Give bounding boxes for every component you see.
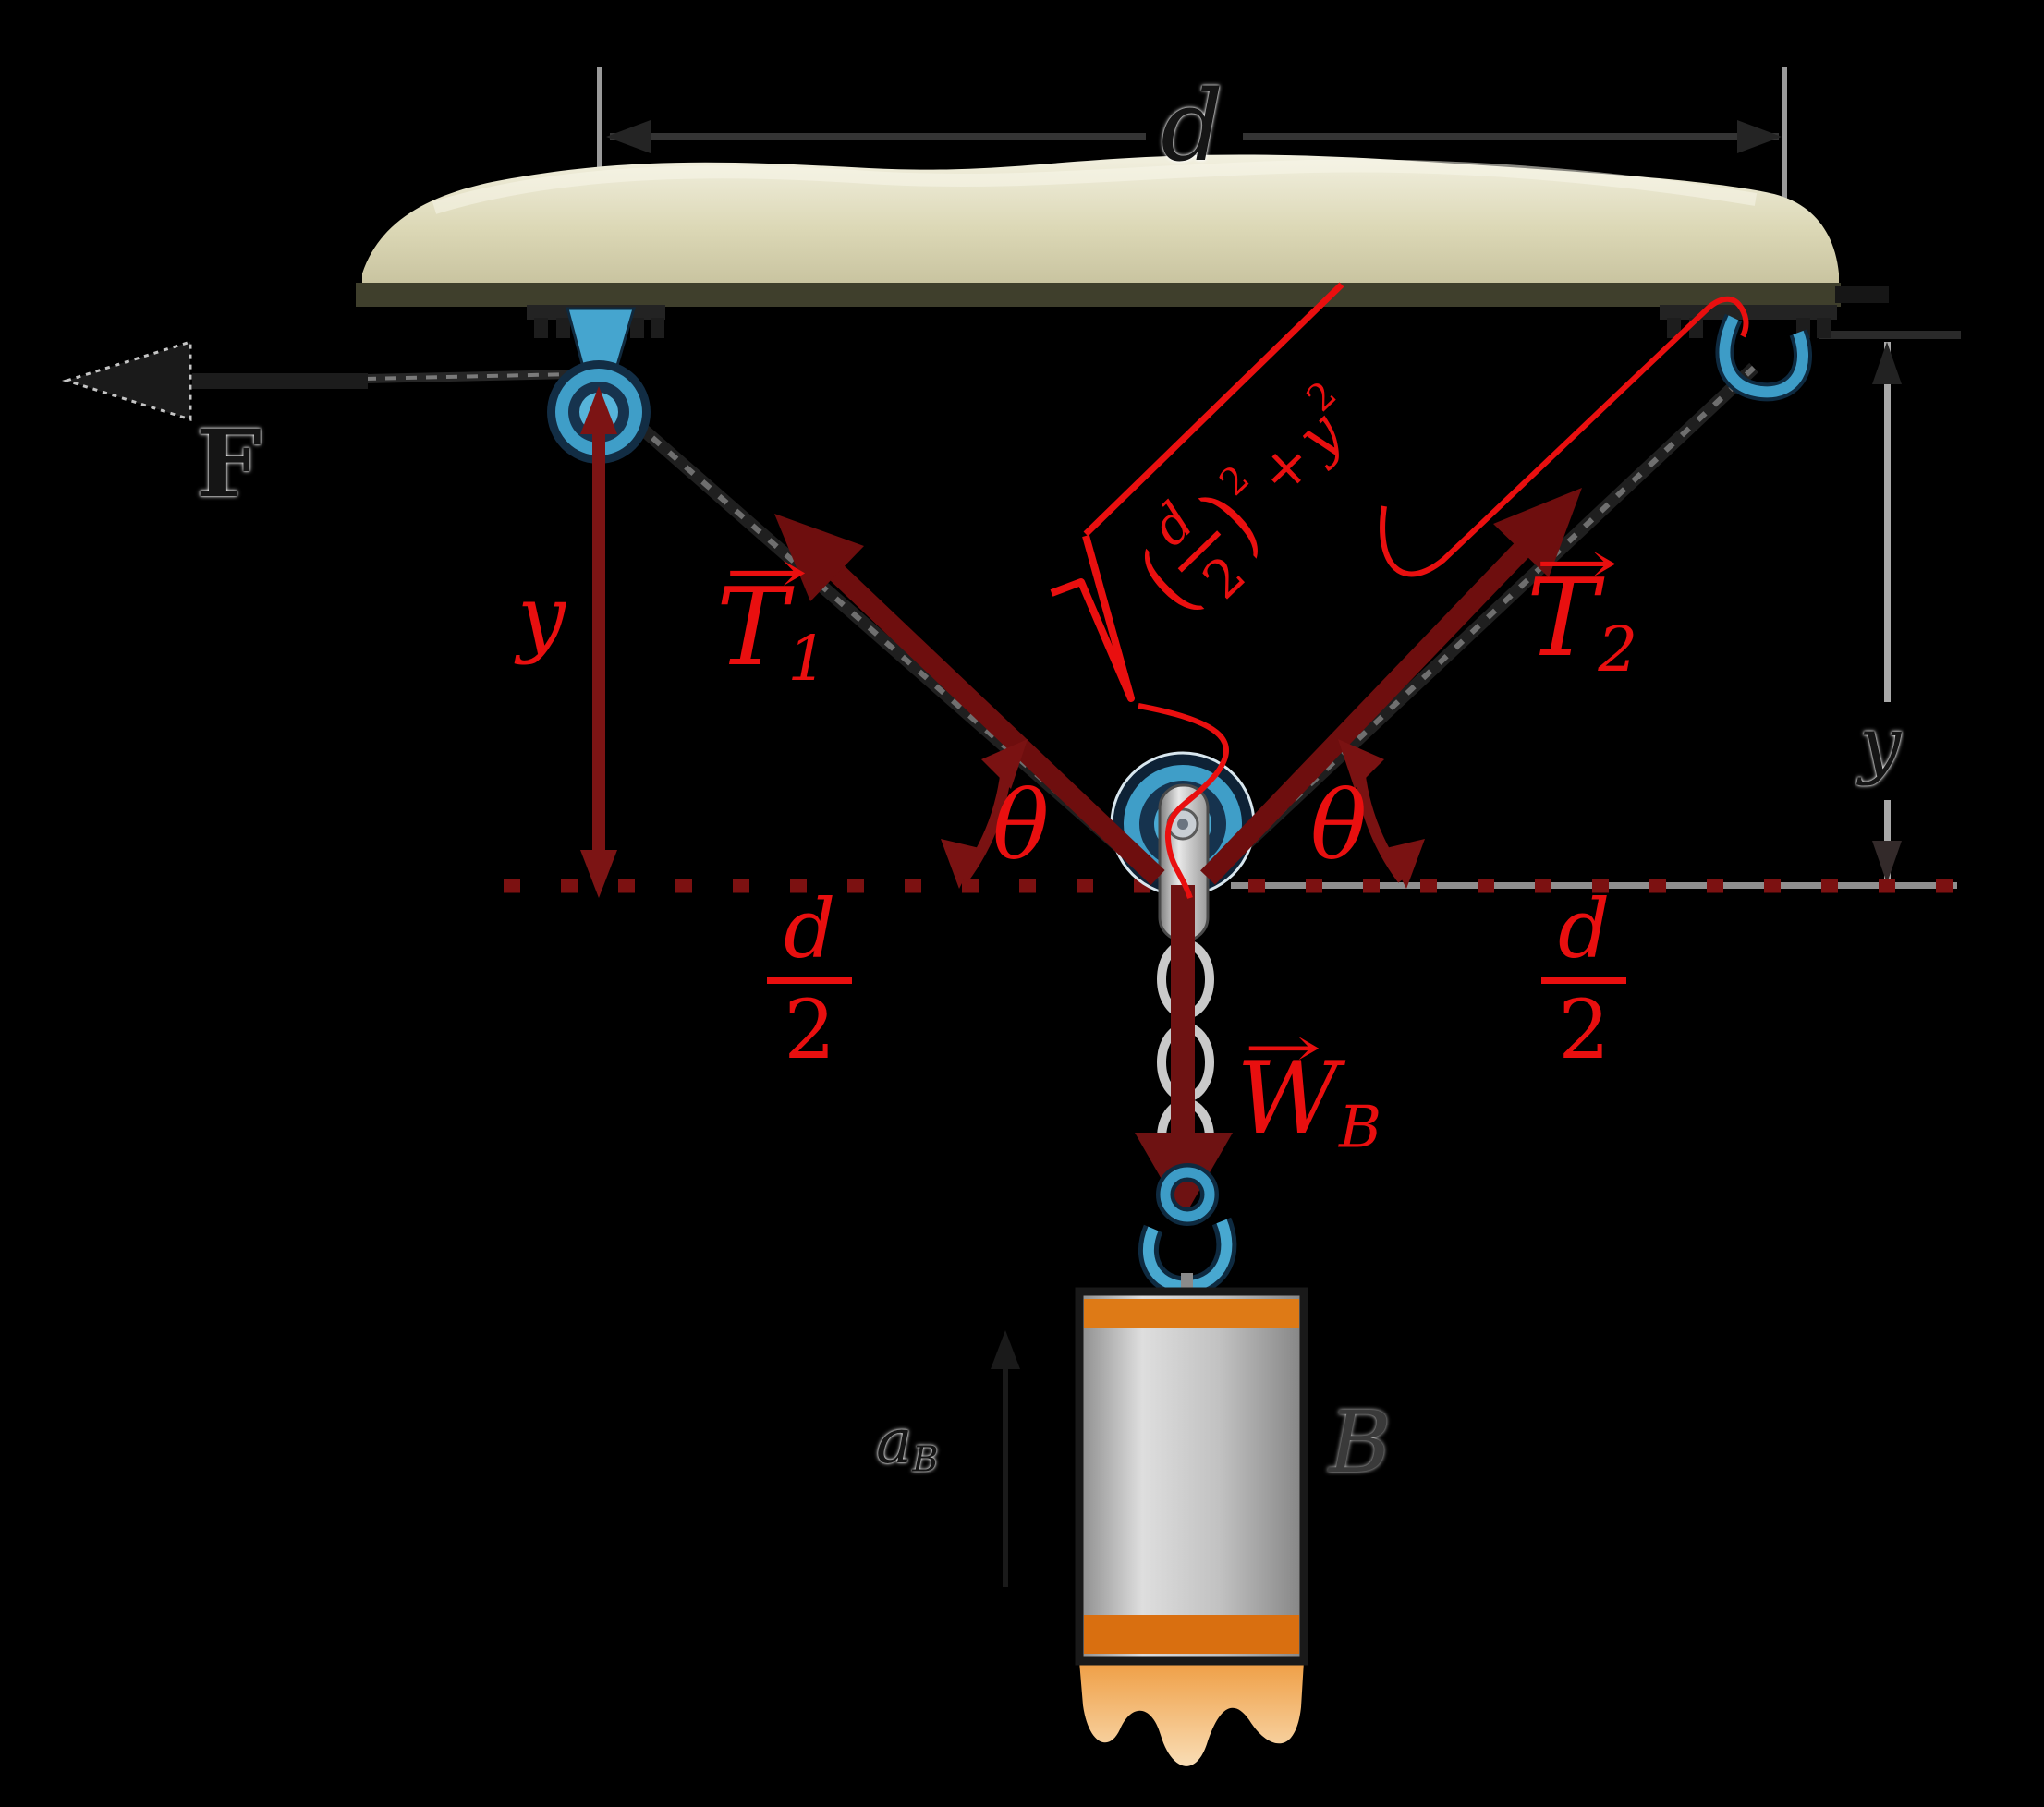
span-d-label: d (1161, 69, 1223, 183)
theta-right-label: θ (1310, 771, 1368, 881)
height-y-left-label: y (517, 567, 566, 666)
theta-left-label: θ (992, 771, 1050, 881)
half-span-right-label: d 2 (1541, 889, 1627, 1071)
tension-1-arrow (774, 514, 1165, 885)
block-b (1075, 1287, 1308, 1766)
sqrt-radical-shape (1050, 282, 1344, 702)
horizontal-reference-line (504, 879, 1957, 893)
force-label: F (196, 409, 262, 518)
right-anchor-hook-icon (1715, 313, 1812, 402)
force-arrow (61, 339, 368, 422)
theta-arc-right (1338, 739, 1425, 889)
half-span-left-label: d 2 (767, 889, 853, 1071)
height-y-right-label: y (1859, 701, 1902, 787)
acceleration-label: aB (876, 1406, 939, 1481)
acceleration-arrow (991, 1330, 1020, 1587)
tension-2-arrow (1200, 488, 1582, 885)
pointer-curve (1138, 703, 1229, 899)
tension-2-label: →T2 (1527, 528, 1638, 685)
tension-1-label: →T1 (716, 538, 828, 695)
weight-label: →WB (1236, 1016, 1382, 1161)
table (356, 154, 1889, 307)
cable-brace (1380, 296, 1749, 577)
dimension-y-right (1819, 331, 1961, 883)
block-label: B (1329, 1393, 1392, 1492)
theta-arc-left (941, 739, 1028, 889)
dimension-y-left-arrow (580, 386, 617, 898)
